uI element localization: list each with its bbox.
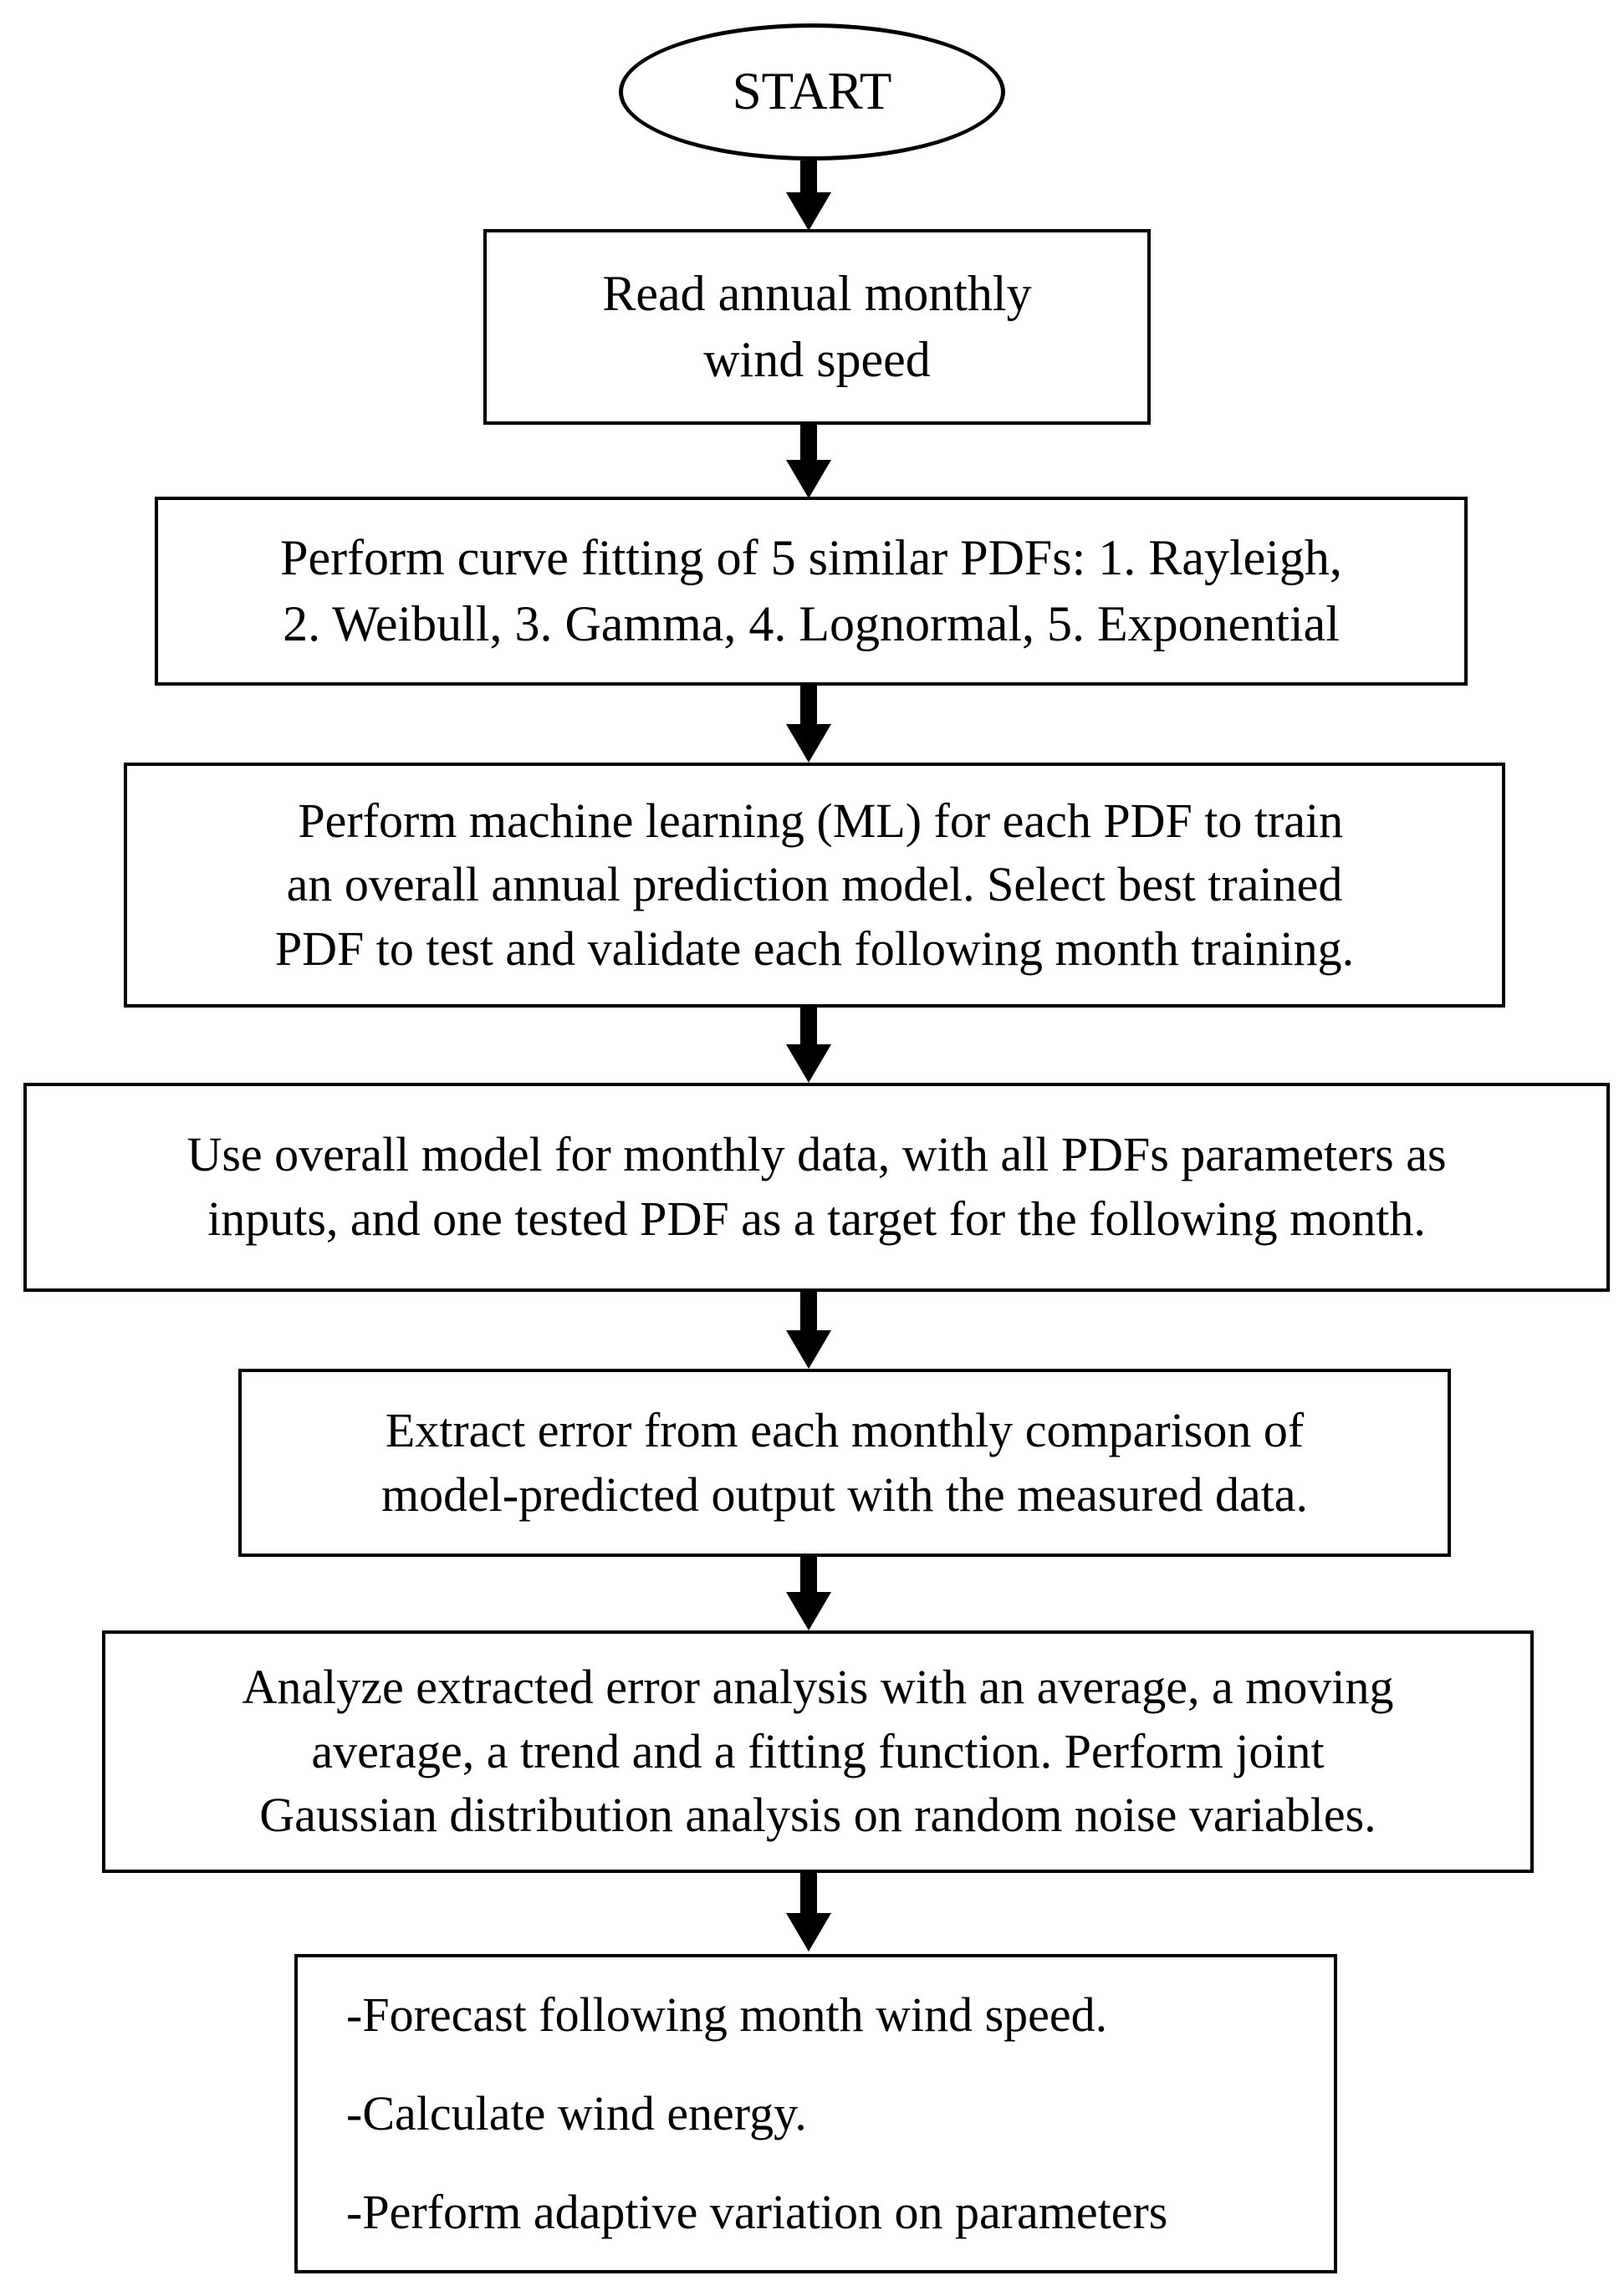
node-use-overall-model[interactable]: Use overall model for monthly data, with… [23, 1083, 1610, 1292]
node-machine-learning-line-1: an overall annual prediction model. Sele… [286, 857, 1343, 912]
node-extract-error-line-1: model-predicted output with the measured… [380, 1467, 1309, 1522]
node-curve-fitting-line-1: 2. Weibull, 3. Gamma, 4. Lognormal, 5. E… [283, 596, 1340, 651]
node-curve-fitting-line-0: Perform curve fitting of 5 similar PDFs:… [280, 529, 1342, 585]
node-use-overall-model-line-1: inputs, and one tested PDF as a target f… [207, 1191, 1426, 1246]
node-analyze-error-line-1: average, a trend and a fitting function.… [311, 1723, 1325, 1778]
node-analyze-error[interactable]: Analyze extracted error analysis with an… [102, 1630, 1534, 1873]
node-outputs-line-2: -Perform adaptive variation on parameter… [346, 2185, 1168, 2239]
node-read-wind-speed-line-1: wind speed [703, 332, 931, 387]
node-extract-error-line-0: Extract error from each monthly comparis… [385, 1402, 1305, 1457]
node-read-wind-speed-line-0: Read annual monthly [602, 265, 1032, 321]
node-start-line-0: START [732, 62, 892, 121]
node-extract-error[interactable]: Extract error from each monthly comparis… [238, 1369, 1451, 1557]
node-outputs-line-0: -Forecast following month wind speed. [346, 1987, 1108, 2042]
node-curve-fitting[interactable]: Perform curve fitting of 5 similar PDFs:… [155, 497, 1468, 686]
node-start[interactable]: START [619, 23, 1005, 161]
node-use-overall-model-line-0: Use overall model for monthly data, with… [186, 1127, 1447, 1182]
node-outputs-line-1: -Calculate wind energy. [346, 2086, 807, 2140]
node-analyze-error-line-0: Analyze extracted error analysis with an… [242, 1660, 1394, 1715]
node-machine-learning-line-0: Perform machine learning (ML) for each P… [285, 793, 1344, 848]
node-outputs[interactable]: -Forecast following month wind speed. -C… [294, 1954, 1337, 2273]
node-machine-learning-line-2: PDF to test and validate each following … [274, 921, 1355, 976]
node-machine-learning[interactable]: Perform machine learning (ML) for each P… [124, 763, 1505, 1008]
node-analyze-error-line-2: Gaussian distribution analysis on random… [259, 1788, 1376, 1843]
node-read-wind-speed[interactable]: Read annual monthly wind speed [483, 229, 1151, 425]
